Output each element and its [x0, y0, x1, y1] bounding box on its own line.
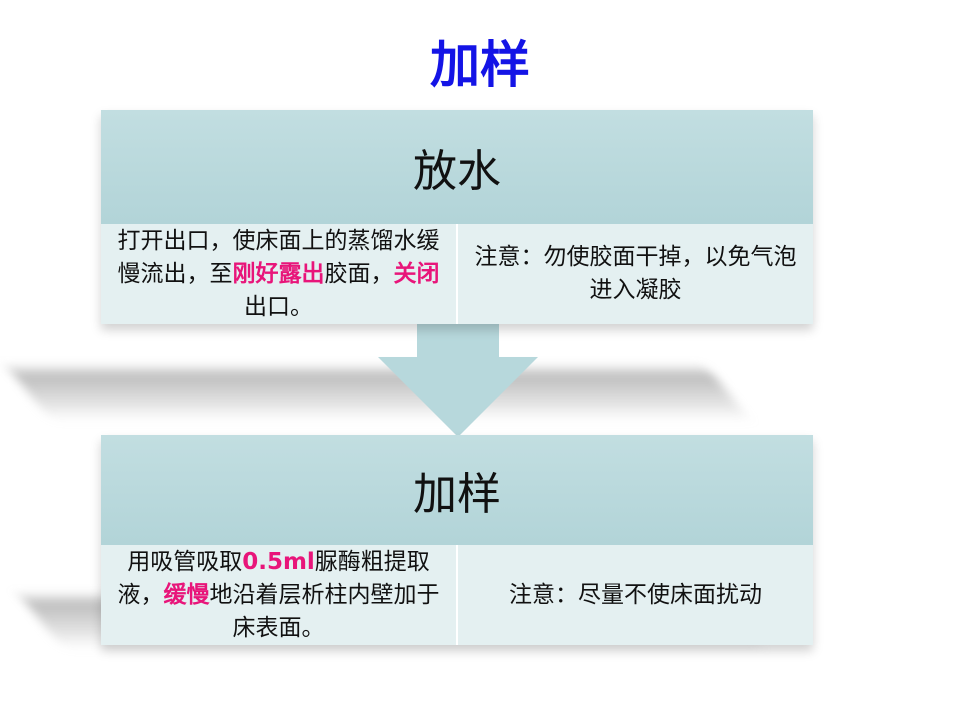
instruction-highlight: 0.5ml: [242, 548, 315, 575]
instruction-text: 打开出口，使床面上的蒸馏水缓慢流出，至: [117, 227, 440, 287]
instruction-highlight: 关闭: [393, 260, 440, 287]
note-text: 注意：勿使胶面干掉，以免气泡进入凝胶: [474, 244, 797, 303]
note-text: 注意：尽量不使床面扰动: [509, 581, 762, 608]
step-body: 打开出口，使床面上的蒸馏水缓慢流出，至刚好露出胶面，关闭出口。 注意：勿使胶面干…: [101, 224, 813, 324]
instruction-text: 脲酶粗提取液，: [117, 548, 430, 608]
step-header: 放水: [101, 110, 813, 224]
step-header: 加样: [101, 435, 813, 545]
instruction-text: 用吸管吸取: [127, 548, 243, 575]
instruction-highlight: 刚好露出: [232, 260, 325, 287]
instruction-highlight: 缓慢: [163, 581, 210, 608]
step-body: 用吸管吸取0.5ml脲酶粗提取液，缓慢地沿着层析柱内壁加于床表面。 注意：尽量不…: [101, 545, 813, 645]
step-card-drain: 放水 打开出口，使床面上的蒸馏水缓慢流出，至刚好露出胶面，关闭出口。 注意：勿使…: [101, 110, 813, 324]
step-card-load-sample: 加样 用吸管吸取0.5ml脲酶粗提取液，缓慢地沿着层析柱内壁加于床表面。 注意：…: [101, 435, 813, 645]
instruction-text: 出口。: [244, 293, 313, 320]
step-instruction: 用吸管吸取0.5ml脲酶粗提取液，缓慢地沿着层析柱内壁加于床表面。: [101, 545, 458, 645]
instruction-text: 地沿着层析柱内壁加于床表面。: [209, 581, 440, 641]
instruction-text: 胶面，: [324, 260, 394, 287]
step-note: 注意：勿使胶面干掉，以免气泡进入凝胶: [458, 224, 813, 324]
step-instruction: 打开出口，使床面上的蒸馏水缓慢流出，至刚好露出胶面，关闭出口。: [101, 224, 458, 324]
step-note: 注意：尽量不使床面扰动: [458, 545, 813, 645]
slide-title: 加样: [430, 36, 530, 94]
